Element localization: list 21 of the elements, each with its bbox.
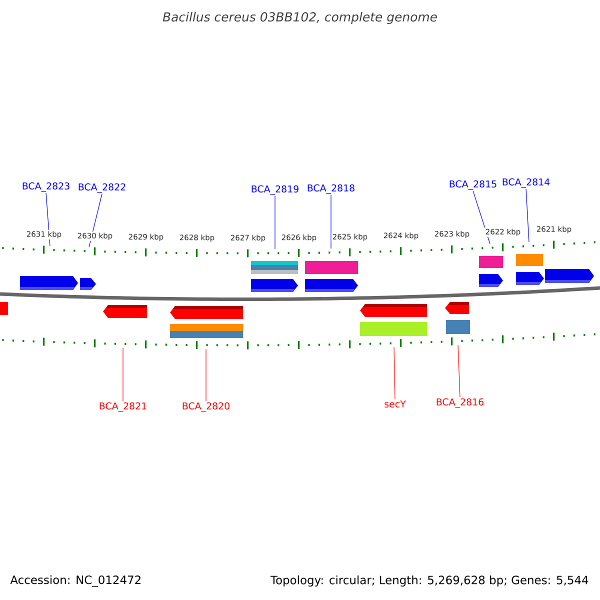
gene-label: BCA_2814 <box>502 178 550 188</box>
gene-label: BCA_2821 <box>100 402 146 412</box>
leader-line <box>330 194 332 249</box>
gene-label: BCA_2816 <box>436 398 484 408</box>
gene-label: BCA_2815 <box>450 180 496 190</box>
genome-info: Topology: circular; Length: 5,269,628 bp; Genes: 5,544 <box>270 575 588 587</box>
gene-label: BCA_2818 <box>308 184 354 194</box>
gene-label: BCA_2823 <box>22 182 70 192</box>
gene-label: secY <box>384 400 406 408</box>
gene-label: BCA_2819 <box>252 185 298 195</box>
tick-ruler <box>2 240 596 258</box>
leader-line <box>526 188 530 242</box>
accession-text: Accession: NC_012472 <box>10 575 140 587</box>
leader-line <box>458 344 460 398</box>
gene-label: BCA_2822 <box>78 183 126 193</box>
tick-ruler <box>2 332 596 350</box>
gene-label: BCA_2820 <box>182 402 230 412</box>
title: Bacillus cereus 03BB102, complete genome <box>162 12 437 24</box>
leader-line <box>122 348 124 402</box>
leader-line <box>274 196 276 250</box>
leader-line <box>394 346 396 400</box>
